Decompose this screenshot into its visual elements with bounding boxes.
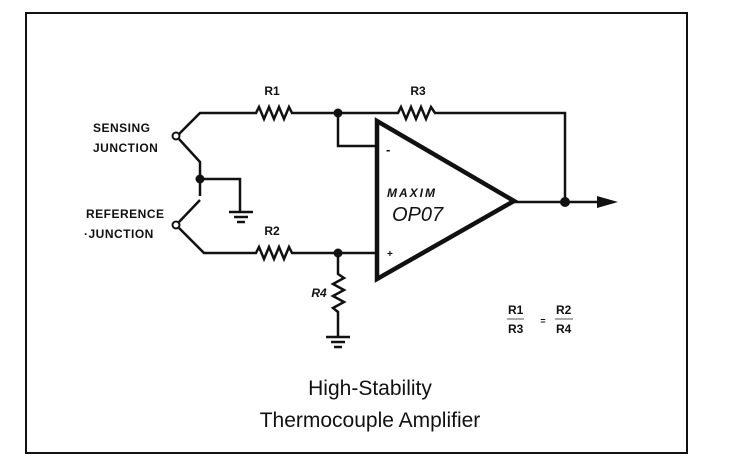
r1-label: R1 [264,84,280,98]
output-node [560,197,570,207]
sensing-lower-wire [178,138,202,196]
caption-line-2: Thermocouple Amplifier [260,409,481,432]
r1-resistor-icon [252,103,338,123]
r3-label: R3 [410,84,426,98]
opamp-brand-logo: MAXIM [387,186,437,200]
ground-icon [326,335,350,349]
svg-text:REFERENCE: REFERENCE [86,207,165,221]
diagram-frame [25,12,688,454]
sensing-junction-terminal [171,131,181,141]
caption-line-1: High-Stability [308,377,432,400]
svg-text:SENSING: SENSING [93,121,151,135]
inverting-input-symbol: - [386,142,390,157]
r4-label: R4 [311,286,327,300]
r3-resistor-icon [338,103,567,202]
thermocouple-wires [178,111,252,255]
sensing-junction-label: SENSING JUNCTION [93,121,158,155]
condition-num-right: R2 [556,303,572,317]
condition-relation: = [540,316,545,326]
reference-lower-wire [178,227,252,255]
sensing-upper-wire [178,111,252,135]
condition-den-left: R3 [508,322,524,336]
svg-text:JUNCTION: JUNCTION [93,141,158,155]
common-ground-wire [200,177,242,212]
resistor-ratio-condition: R1 R3 = R2 R4 [507,303,573,336]
opamp-part-number: OP07 [392,204,444,226]
reference-upper-wire [178,199,201,223]
ground-icon [229,210,253,224]
output-arrow-icon [597,196,618,208]
condition-den-right: R4 [556,322,572,336]
svg-text:·JUNCTION: ·JUNCTION [84,227,154,241]
r2-label: R2 [264,224,280,238]
inverting-input-wire [336,113,377,148]
r4-resistor-icon [330,253,347,337]
reference-junction-terminal [171,220,181,230]
r2-resistor-icon [252,243,377,263]
reference-junction-label: REFERENCE ·JUNCTION [84,207,165,241]
noninverting-input-symbol: + [387,249,393,260]
condition-num-left: R1 [508,303,524,317]
opamp-triangle-icon [374,117,519,283]
